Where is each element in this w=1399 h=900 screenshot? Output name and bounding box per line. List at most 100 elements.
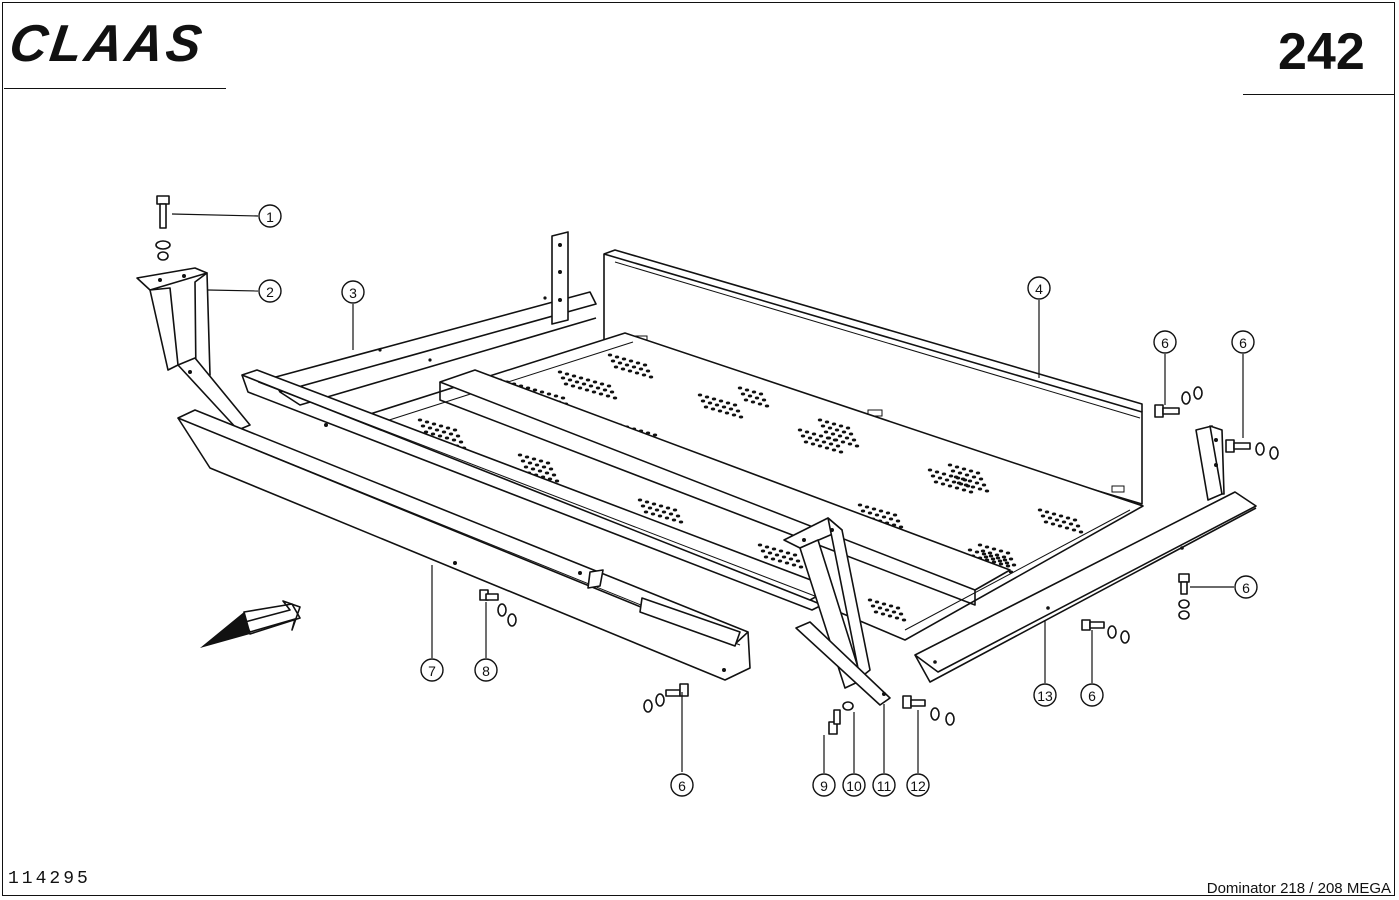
callout-6: 6: [1080, 683, 1104, 707]
callout-number: 3: [349, 285, 357, 301]
perforation-hole: [803, 440, 809, 444]
perforation-hole: [927, 468, 933, 472]
perforation-hole: [860, 509, 866, 513]
perforation-hole: [854, 444, 860, 448]
perforation-hole: [892, 513, 898, 517]
callout-8: 8: [474, 658, 498, 682]
callout-11: 11: [872, 773, 896, 797]
perforation-hole: [1071, 528, 1077, 532]
perforation-hole: [978, 477, 984, 481]
perforation-hole: [441, 430, 447, 434]
perforation-hole: [991, 547, 997, 551]
callout-4: 4: [1027, 276, 1051, 300]
perforation-hole: [524, 455, 530, 459]
perforation-hole: [591, 390, 597, 394]
perforation-hole: [990, 557, 996, 561]
perforation-hole: [1057, 524, 1063, 528]
perforation-hole: [941, 472, 947, 476]
perforation-hole: [823, 430, 829, 434]
perforation-hole: [738, 415, 744, 419]
perforation-hole: [1037, 508, 1043, 512]
perforation-hole: [774, 553, 780, 557]
perforation-hole: [870, 604, 876, 608]
callout-10: 10: [842, 773, 866, 797]
callout-3: 3: [341, 280, 365, 304]
perforation-hole: [744, 388, 750, 392]
perforation-hole: [577, 386, 583, 390]
perforation-hole: [642, 363, 648, 367]
perforation-hole: [704, 395, 710, 399]
perforation-hole: [867, 598, 873, 602]
perforation-hole: [1005, 564, 1011, 568]
perforation-hole: [617, 361, 623, 365]
perforation-hole: [874, 600, 880, 604]
perforation-hole: [887, 614, 893, 618]
washer-10: [842, 701, 854, 711]
perforation-hole: [1044, 510, 1050, 514]
perforation-hole: [781, 555, 787, 559]
perforation-hole: [455, 434, 461, 438]
perforation-hole: [873, 610, 879, 614]
perforation-hole: [541, 465, 547, 469]
perforation-hole: [560, 396, 566, 400]
callout-12: 12: [906, 773, 930, 797]
perforation-hole: [545, 461, 551, 465]
front-longitudinal-member: [177, 409, 751, 681]
perforation-hole: [621, 357, 627, 361]
perforation-hole: [880, 612, 886, 616]
perforation-hole: [703, 405, 709, 409]
perforation-hole: [837, 434, 843, 438]
perforation-hole: [724, 411, 730, 415]
perforation-hole: [641, 373, 647, 377]
perforation-hole: [947, 484, 953, 488]
perforation-hole: [638, 367, 644, 371]
callout-number: 11: [877, 778, 892, 794]
perforation-hole: [763, 555, 769, 559]
callout-number: 8: [482, 663, 490, 679]
callout-number: 6: [1161, 335, 1169, 351]
perforation-hole: [658, 504, 664, 508]
perforation-hole: [797, 428, 803, 432]
perforation-hole: [606, 384, 612, 388]
bolt-9: [828, 709, 841, 735]
perforation-hole: [961, 467, 967, 471]
perforation-hole: [546, 392, 552, 396]
perforation-hole: [437, 434, 443, 438]
callout-number: 1: [266, 209, 274, 225]
perforation-hole: [967, 548, 973, 552]
perforation-hole: [957, 471, 963, 475]
perforation-hole: [598, 392, 604, 396]
perforation-hole: [898, 612, 904, 616]
perforation-hole: [937, 476, 943, 480]
perforation-hole: [930, 474, 936, 478]
perforation-hole: [664, 516, 670, 520]
perforation-hole: [544, 471, 550, 475]
bolt-1: [155, 195, 171, 261]
perforation-hole: [707, 401, 713, 405]
perforation-hole: [831, 422, 837, 426]
perforation-hole: [718, 399, 724, 403]
perforation-hole: [881, 602, 887, 606]
callout-2: 2: [258, 279, 282, 303]
perforation-hole: [700, 399, 706, 403]
perforation-hole: [650, 512, 656, 516]
perforation-hole: [548, 467, 554, 471]
perforation-hole: [991, 560, 997, 564]
perforation-hole: [824, 420, 830, 424]
perforation-hole: [420, 424, 426, 428]
perforation-hole: [1011, 563, 1017, 567]
perforation-hole: [788, 557, 794, 561]
perforation-hole: [827, 426, 833, 430]
perforation-hole: [998, 549, 1004, 553]
perforation-hole: [574, 380, 580, 384]
page-number-underline: [1243, 94, 1395, 95]
perforation-hole: [531, 457, 537, 461]
perforation-hole: [818, 434, 824, 438]
bolt-set-lower-left: [643, 683, 689, 713]
perforation-hole: [791, 563, 797, 567]
perforation-hole: [764, 404, 770, 408]
perforation-hole: [814, 438, 820, 442]
perforation-hole: [998, 562, 1004, 566]
